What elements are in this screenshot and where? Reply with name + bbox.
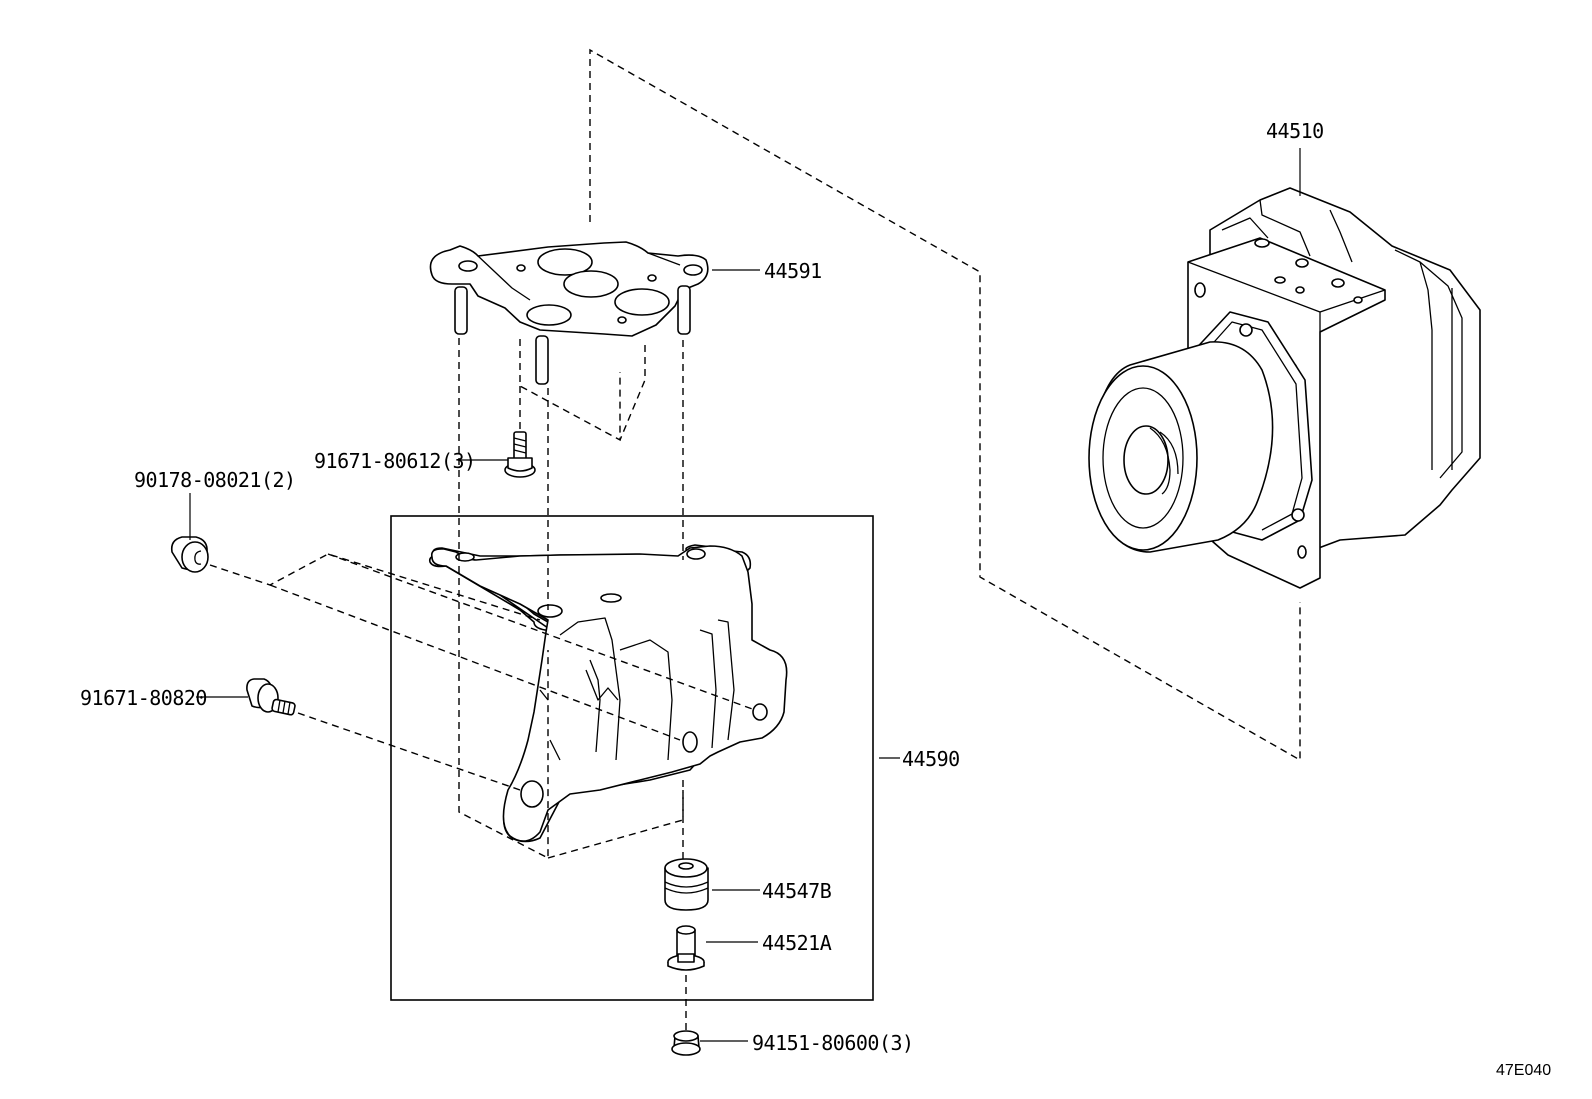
cushion-44547B-part[interactable] [664,858,709,911]
lower-bracket-part[interactable] [428,338,788,860]
actuator-link-dashed-outline [589,48,1301,762]
upper-bracket-part[interactable] [429,241,709,442]
nut-guide-line-2 [269,584,681,741]
bolt-guide-line [297,712,521,791]
label-91671-80820: 91671-80820 [80,686,207,710]
nut-90178-08021-part[interactable] [170,536,209,573]
abs-actuator-part[interactable] [1088,187,1481,589]
label-90178-08021: 90178-08021(2) [134,468,296,492]
bolt-91671-80612-part[interactable] [504,386,536,478]
label-44521A: 44521A [762,931,832,955]
nut-guide-line [209,553,541,621]
figure-code: 47E040 [1496,1062,1551,1079]
bolt-94151-80600-part[interactable] [671,1030,701,1056]
label-94151-80600: 94151-80600(3) [752,1031,914,1055]
label-44547B: 44547B [762,879,832,903]
label-91671-80612: 91671-80612(3) [314,449,476,473]
assembly-44590-frame [390,515,874,1001]
leader-lines [189,148,1301,1042]
label-44591: 44591 [764,259,822,283]
bolt-91671-80820-part[interactable] [246,678,296,716]
collar-44521A-part[interactable] [667,925,705,971]
label-44590: 44590 [902,747,960,771]
label-44510: 44510 [1266,119,1324,143]
nut-guide-line-3 [327,553,756,711]
